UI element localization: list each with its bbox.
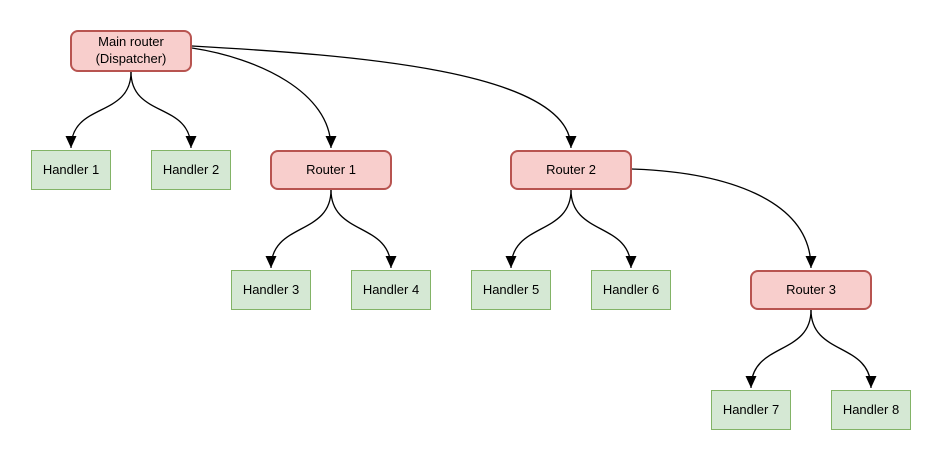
node-handler-1: Handler 1 [31,150,111,190]
node-main-router: Main router (Dispatcher) [70,30,192,72]
node-handler-7: Handler 7 [711,390,791,430]
node-handler-2: Handler 2 [151,150,231,190]
edge-router2-to-router3 [631,168,817,269]
edge-router1-to-handler4 [330,189,397,269]
edge-main-to-router1 [191,47,337,149]
edge-router2-to-handler5 [505,189,572,269]
node-handler-3: Handler 3 [231,270,311,310]
edge-router3-to-handler8 [810,309,877,389]
node-router-3: Router 3 [750,270,872,310]
node-handler-4: Handler 4 [351,270,431,310]
node-router-2: Router 2 [510,150,632,190]
node-router-1: Router 1 [270,150,392,190]
edge-main-to-handler2 [130,71,197,149]
edge-router1-to-handler3 [265,189,332,269]
edge-main-to-router2 [191,45,577,149]
node-handler-6: Handler 6 [591,270,671,310]
edge-main-to-handler1 [65,71,132,149]
node-handler-5: Handler 5 [471,270,551,310]
edge-router3-to-handler7 [745,309,812,389]
edge-router2-to-handler6 [570,189,637,269]
node-handler-8: Handler 8 [831,390,911,430]
